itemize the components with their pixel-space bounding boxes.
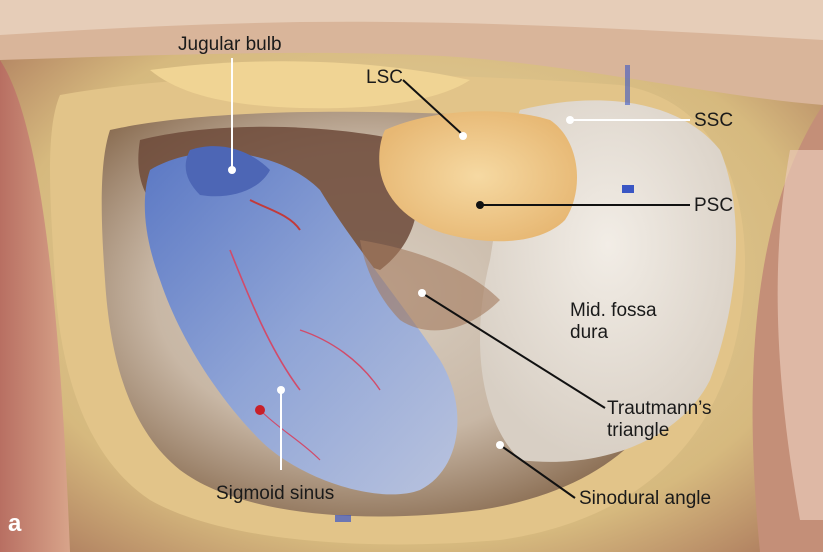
mid-fossa-dura-label: Mid. fossa dura [570, 300, 657, 344]
mid-fossa-dura-line2: dura [570, 322, 609, 343]
sigmoid-sinus-label: Sigmoid sinus [216, 483, 335, 504]
panel-letter: a [8, 510, 22, 537]
trautmann-line1: Trautmann’s [607, 398, 712, 419]
trautmann-triangle-label: Trautmann’s triangle [607, 398, 712, 442]
lsc-label: LSC [366, 67, 403, 88]
ssc-label: SSC [694, 110, 734, 131]
sinodural-angle-label: Sinodural angle [579, 488, 712, 509]
psc-label: PSC [694, 195, 734, 216]
jugular-bulb-label: Jugular bulb [178, 34, 282, 55]
mid-fossa-dura-line1: Mid. fossa [570, 300, 657, 321]
trautmann-line2: triangle [607, 420, 670, 441]
